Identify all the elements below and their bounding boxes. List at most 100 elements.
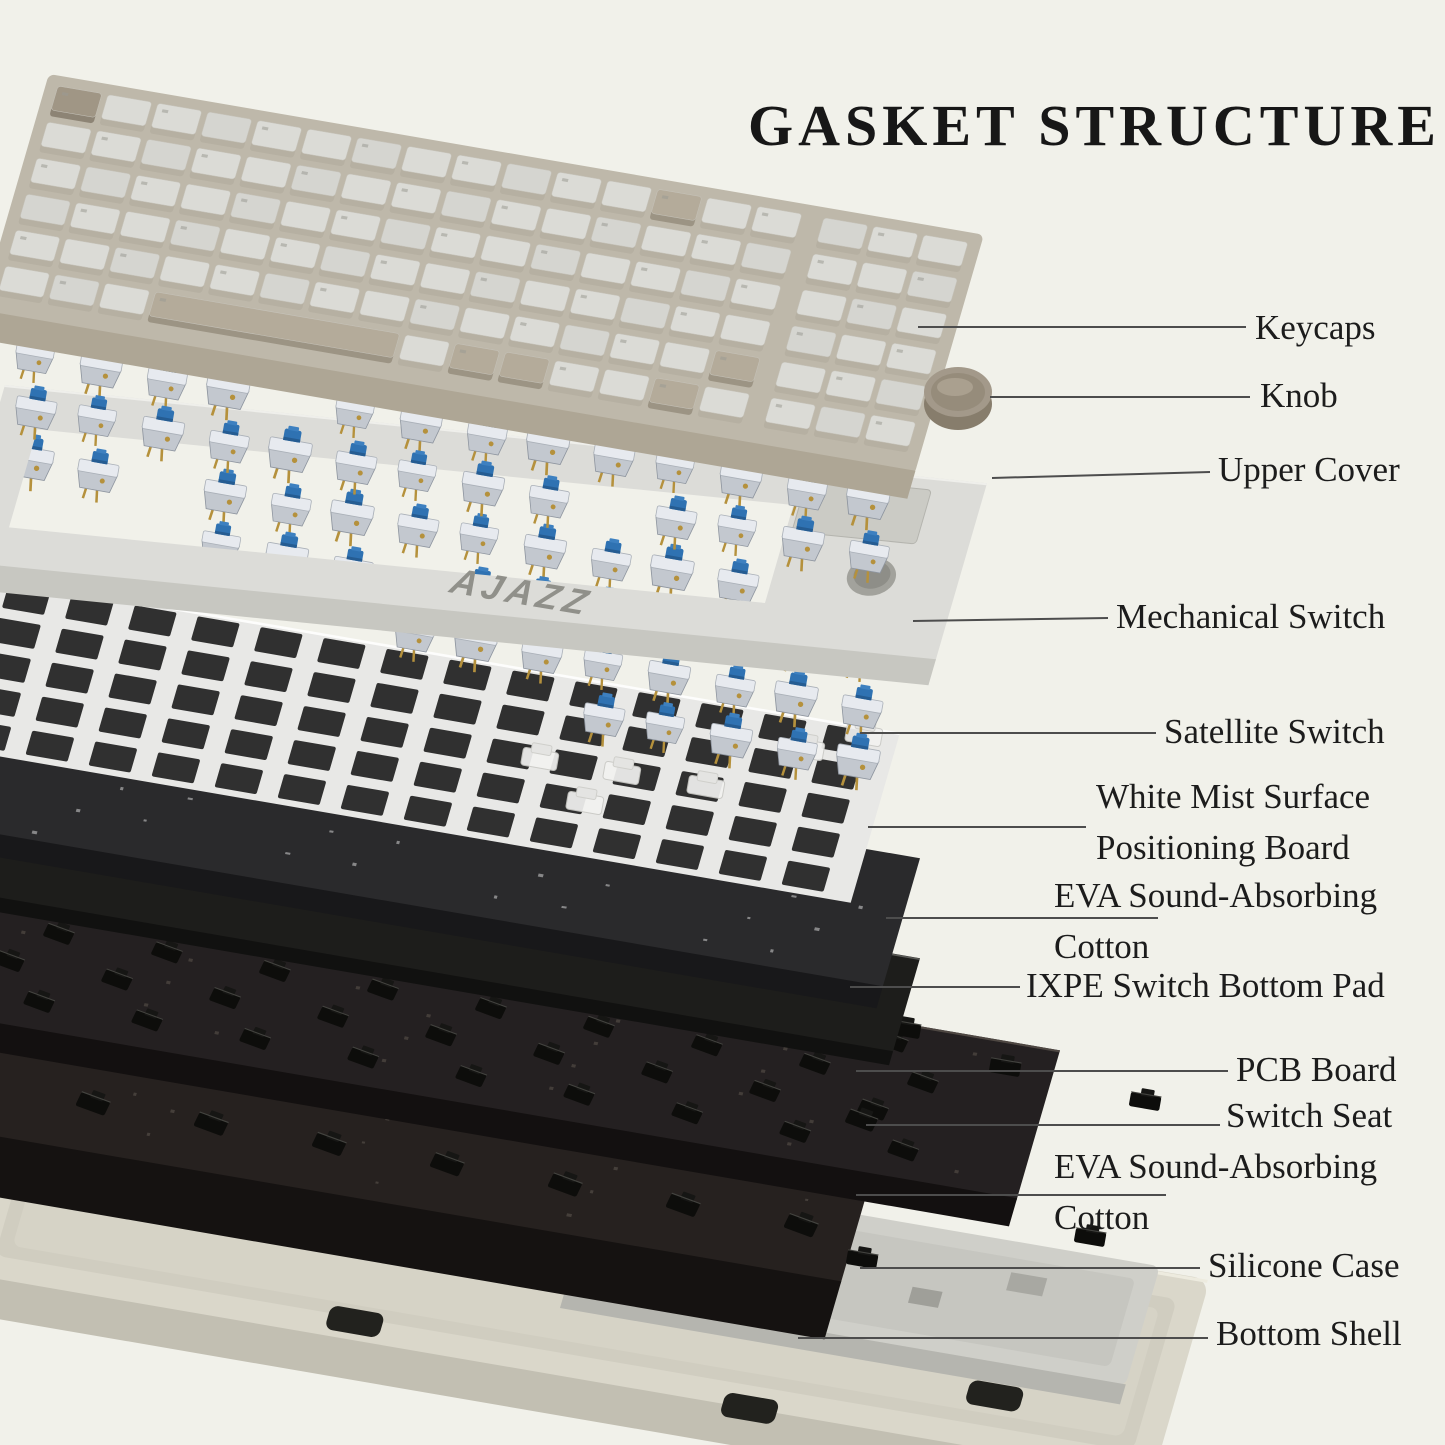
keycap (750, 206, 802, 244)
keycap (189, 148, 242, 185)
keycap (350, 137, 402, 175)
keycap (218, 228, 271, 266)
keycap (389, 182, 442, 220)
callout-label-eva-cotton-upper: EVA Sound-Absorbing Cotton (1054, 876, 1378, 966)
keycap (447, 343, 500, 381)
keycap (816, 217, 868, 255)
switch-seat-piece (887, 1138, 920, 1162)
keycap (479, 235, 531, 273)
mechanical-switch-piece (330, 488, 375, 547)
switch-seat-piece (671, 1101, 704, 1125)
switch-seat-piece (259, 958, 291, 982)
switch-seat-piece (429, 1151, 465, 1177)
keycap (279, 201, 331, 239)
mechanical-switch-piece (141, 405, 186, 462)
mechanical-switch-piece (528, 475, 570, 528)
leader-line-upper-cover (991, 471, 1211, 479)
keycap (874, 379, 926, 417)
mechanical-switch-piece (397, 450, 438, 502)
mechanical-switch-piece (77, 448, 120, 503)
rubber-foot (721, 1392, 779, 1424)
switch-seat-piece (151, 940, 183, 964)
mechanical-switch-piece (270, 483, 312, 536)
keycap (834, 334, 887, 372)
keycap (597, 369, 650, 407)
keycap (895, 307, 947, 345)
mechanical-switch-piece (714, 664, 756, 717)
keycap (729, 278, 781, 316)
keycap (439, 191, 492, 228)
switch-seat-piece (43, 921, 75, 945)
keycap (450, 155, 502, 192)
keycap (668, 306, 721, 343)
mechanical-switch-piece (203, 468, 248, 525)
switch-seat-piece (691, 1033, 723, 1057)
keycap (589, 216, 642, 254)
mechanical-switch-piece (268, 425, 313, 484)
keycap (139, 139, 192, 177)
rubber-foot (326, 1306, 384, 1337)
switch-seat-piece (533, 1041, 566, 1065)
mechanical-switch-piece (523, 523, 568, 580)
keycap (639, 225, 692, 263)
keycap (916, 235, 968, 273)
switch-seat-piece (749, 1078, 782, 1102)
mechanical-switch-piece (717, 505, 758, 557)
callout-label-switch-seat: Switch Seat (1226, 1096, 1393, 1135)
keycap (689, 234, 742, 271)
keycap (239, 156, 292, 194)
switch-seat-piece (317, 1004, 350, 1028)
keycap (658, 342, 710, 379)
mechanical-switch-piece (781, 515, 826, 572)
mechanical-switch-piece (590, 538, 632, 591)
keycap (905, 271, 958, 309)
switch-seat-piece (1129, 1088, 1162, 1111)
keycap (500, 163, 552, 201)
keycap (147, 292, 400, 364)
keycap (400, 146, 452, 184)
keycap (258, 273, 310, 311)
leader-line-mechanical-switch (912, 617, 1109, 622)
keycap (508, 316, 560, 354)
callout-label-eva-cotton-lower: EVA Sound-Absorbing Cotton (1054, 1147, 1378, 1237)
keycap (208, 264, 260, 302)
keycap (697, 386, 750, 424)
switch-seat-piece (783, 1211, 819, 1238)
switch-seat-piece (101, 967, 134, 991)
keycap (150, 103, 202, 141)
keycap (884, 343, 937, 381)
knob-part (924, 367, 992, 430)
keycap (250, 120, 302, 158)
switch-seat-piece (779, 1119, 812, 1143)
keycap (18, 194, 71, 232)
keycap (97, 283, 150, 321)
keycap (100, 94, 152, 132)
keycap (58, 238, 110, 276)
keycap (200, 112, 252, 149)
switch-seat-piece (665, 1191, 701, 1217)
rubber-foot (966, 1380, 1024, 1412)
callout-label-upper-cover: Upper Cover (1218, 450, 1400, 489)
switch-seat-piece (563, 1082, 596, 1106)
keycap (379, 218, 431, 256)
switch-seat-piece (311, 1130, 347, 1156)
mechanical-switch-piece (645, 702, 686, 754)
keycap (79, 166, 131, 204)
mechanical-switch-piece (397, 503, 440, 558)
keycap (168, 220, 221, 257)
mechanical-switch-piece (655, 495, 698, 550)
keycap (229, 192, 281, 230)
keycap (489, 199, 542, 237)
keycap (89, 130, 142, 168)
callout-label-pcb-board: PCB Board (1236, 1050, 1397, 1089)
keycap (68, 202, 121, 240)
keycap (318, 245, 371, 283)
switch-seat-piece (799, 1051, 831, 1075)
keycap (845, 298, 897, 336)
mechanical-switch-piece (335, 440, 378, 495)
switch-seat-piece (367, 977, 399, 1001)
switch-seat-piece (0, 948, 26, 972)
mechanical-switch-piece (77, 395, 118, 447)
keycap (866, 226, 918, 264)
